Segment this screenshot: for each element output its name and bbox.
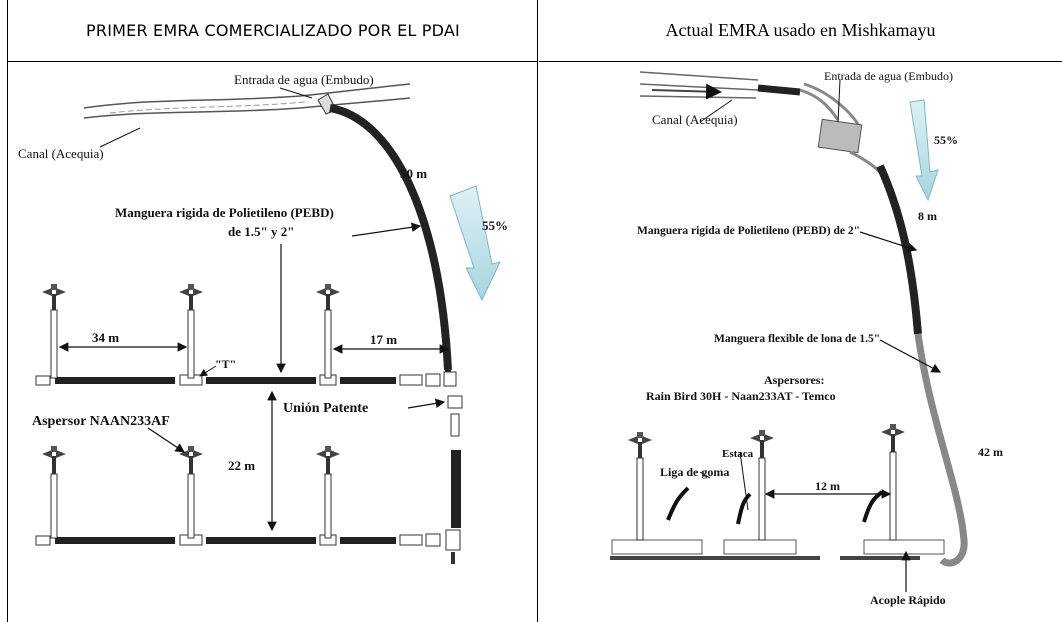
right-flex-hose [914,333,968,567]
left-label-aspersor: Aspersor NAAN233AF [32,414,170,429]
left-label-entrada: Entrada de agua (Embudo) [234,72,374,87]
right-label-liga: Liga de goma [660,465,729,479]
right-funnel [817,118,863,154]
right-lateral [610,539,945,560]
right-label-acople: Acople Rápido [870,593,946,607]
right-label-dist-8: 8 m [918,209,937,223]
left-label-dist-50: 50 m [400,166,427,181]
left-cell [7,0,538,622]
left-label-slope: 55% [482,218,508,233]
right-canal [639,71,759,81]
left-lateral-top [35,373,441,387]
right-label-canal: Canal (Acequia) [652,112,738,127]
left-sprinklers-bottom [42,446,340,539]
left-canal [83,83,411,109]
right-diagram: Entrada de agua (Embudo) Canal (Acequia)… [610,69,1003,607]
left-label-manguera-1: Manguera rigida de Polietileno (PEBD) [115,205,334,220]
left-lateral-bottom [35,529,461,564]
left-label-union: Unión Patente [283,401,368,416]
right-label-entrada: Entrada de agua (Embudo) [824,69,953,83]
left-slope-arrow [449,185,501,302]
left-label-dist-22: 22 m [228,458,255,473]
left-label-canal: Canal (Acequia) [18,146,104,161]
left-label-manguera-2: de 1.5" y 2" [228,224,294,239]
left-sprinklers-top [42,284,340,379]
right-panel-title: Actual EMRA usado en Mishkamayu [665,20,936,40]
right-sprinklers [628,424,905,541]
right-label-manguera-flexible: Manguera flexible de lona de 1.5" [714,333,880,345]
right-label-dist-42: 42 m [978,445,1003,459]
left-diagram: Entrada de agua (Embudo) Canal (Acequia)… [18,72,508,564]
right-slope-arrow [909,99,939,202]
left-panel-title: PRIMER EMRA COMERCIALIZADO POR EL PDAI [86,21,460,40]
right-label-estaca: Estaca [722,448,754,460]
right-label-dist-12: 12 m [815,479,840,493]
right-label-aspersores-title: Aspersores: [764,373,824,387]
left-header: PRIMER EMRA COMERCIALIZADO POR EL PDAI [8,0,538,62]
left-label-tee: "T" [215,357,236,371]
right-label-manguera-rigida: Manguera rigida de Polietileno (PEBD) de… [637,225,860,237]
left-label-dist-34: 34 m [92,330,119,345]
right-label-slope: 55% [934,133,958,147]
right-header: Actual EMRA usado en Mishkamayu [539,0,1062,62]
right-main-hose [876,164,922,335]
right-label-aspersores-list: Rain Bird 30H - Naan233AT - Temco [646,389,836,403]
left-main-hose [329,104,452,371]
left-label-dist-17: 17 m [370,332,397,347]
